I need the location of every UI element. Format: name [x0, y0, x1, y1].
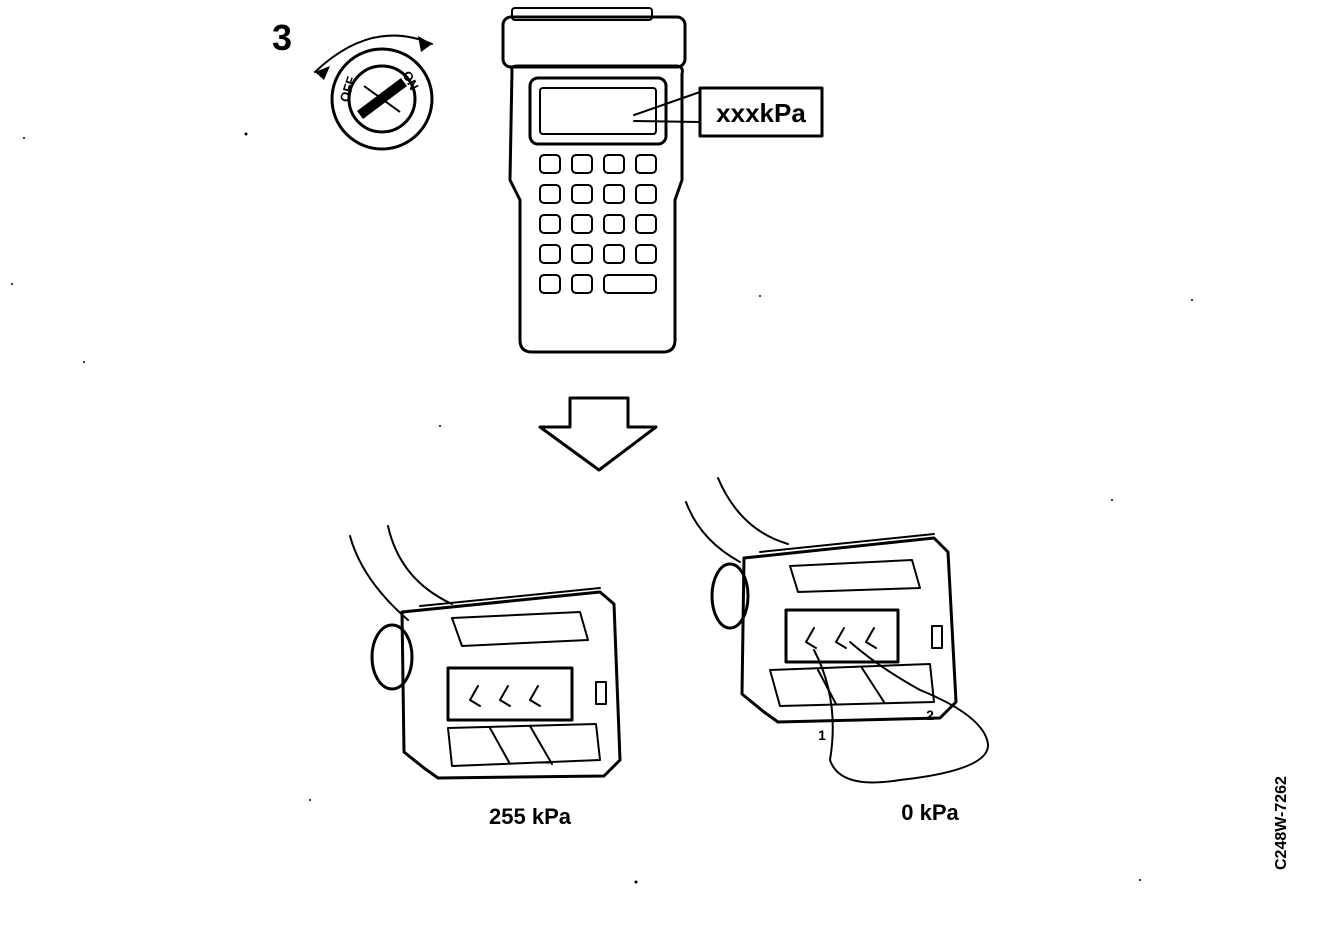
key — [635, 184, 657, 204]
housing-edge — [759, 533, 935, 553]
key — [539, 274, 561, 294]
terminal-pins — [469, 685, 541, 707]
terminal-pins — [805, 627, 877, 649]
tester-head — [501, 15, 687, 69]
connector-housing — [400, 590, 622, 780]
ignition-off-label: OFF — [337, 75, 359, 104]
disconnected-reading: 255 kPa — [489, 804, 572, 829]
harness-clip — [370, 623, 414, 691]
key — [571, 274, 593, 294]
harness-wire — [717, 477, 789, 545]
side-tab — [595, 681, 607, 705]
tester-body — [508, 64, 684, 354]
display-callout-box — [698, 86, 824, 138]
terminal-cavity — [446, 666, 574, 722]
key-cross-mark — [363, 85, 401, 113]
harness-wire — [349, 535, 409, 621]
ignition-key-switch: OFF ON — [314, 34, 434, 151]
key — [571, 154, 593, 174]
key-wide — [603, 274, 657, 294]
terminal-1-label: 1 — [818, 727, 826, 743]
side-tab — [931, 625, 943, 649]
connector-housing — [740, 536, 958, 724]
key-cylinder-outer — [330, 47, 434, 151]
callout-leader — [633, 91, 701, 123]
arrow-left-icon — [315, 66, 330, 80]
key — [603, 184, 625, 204]
connector-latch — [451, 611, 589, 647]
key — [539, 154, 561, 174]
handheld-tester: xxxkPa — [501, 7, 824, 354]
connector-jumpered: 1 2 0 kPa — [685, 477, 990, 825]
step-number: 3 — [272, 17, 292, 58]
arrow-right-icon — [418, 36, 432, 52]
jumper-wire — [813, 641, 990, 784]
key-cylinder-inner — [347, 64, 417, 134]
housing-edge — [419, 587, 601, 607]
tester-screen — [539, 87, 657, 135]
key — [635, 244, 657, 264]
key — [539, 214, 561, 234]
key — [635, 214, 657, 234]
scan-speckles — [11, 132, 1193, 884]
figure-id: C248W-7262 — [1273, 776, 1290, 870]
connector-lower-slots — [447, 723, 601, 767]
key — [539, 184, 561, 204]
key — [571, 214, 593, 234]
connector-latch — [789, 559, 921, 593]
harness-wire — [387, 525, 453, 605]
key — [603, 154, 625, 174]
tester-top-connector — [511, 7, 653, 21]
display-callout-text: xxxkPa — [716, 98, 806, 128]
key — [635, 154, 657, 174]
tester-screen-bezel — [528, 76, 668, 146]
terminal-2-label: 2 — [926, 707, 934, 723]
harness-clip — [710, 562, 750, 630]
key — [571, 244, 593, 264]
jumpered-reading: 0 kPa — [901, 800, 959, 825]
key — [539, 244, 561, 264]
key — [603, 244, 625, 264]
key — [571, 184, 593, 204]
harness-wire — [685, 501, 741, 563]
connector-disconnected: 255 kPa — [349, 525, 622, 829]
terminal-cavity — [784, 608, 900, 664]
tester-keypad — [539, 154, 657, 294]
down-arrow-icon — [538, 396, 658, 472]
key — [603, 214, 625, 234]
